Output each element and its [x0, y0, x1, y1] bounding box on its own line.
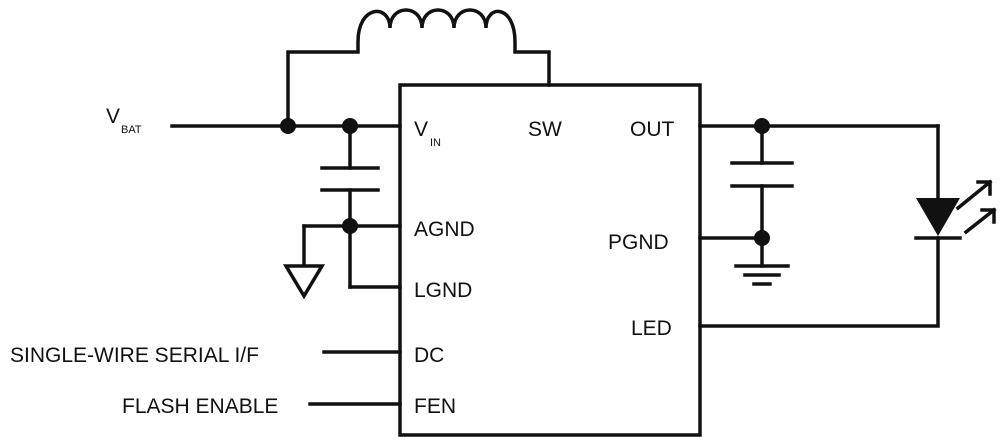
- pin-vin-label: V: [414, 118, 428, 141]
- pin-vin-subscript: IN: [430, 137, 441, 149]
- pin-pgnd-label: PGND: [608, 231, 669, 254]
- output-capacitor: [730, 124, 794, 268]
- pin-out-label: OUT: [630, 118, 675, 141]
- junction-dot: [280, 118, 296, 134]
- vbat-subscript: BAT: [121, 124, 142, 136]
- pin-lgnd-label: LGND: [414, 279, 472, 302]
- vbat-label: V: [106, 105, 120, 128]
- junction-dot: [754, 230, 770, 246]
- pin-agnd-label: AGND: [414, 218, 475, 241]
- pin-sw-label: SW: [528, 118, 562, 141]
- flash-enable-label: FLASH ENABLE: [122, 395, 278, 418]
- pin-led-label: LED: [631, 317, 672, 340]
- led-icon: [914, 179, 997, 240]
- signal-ground-icon: [282, 224, 326, 300]
- led-cathode-wire: [698, 236, 940, 328]
- inductor: [286, 8, 551, 128]
- pin-dc-label: DC: [414, 344, 444, 367]
- power-ground-icon: [734, 264, 790, 286]
- single-wire-label: SINGLE-WIRE SERIAL I/F: [10, 344, 259, 367]
- pin-fen-label: FEN: [414, 395, 456, 418]
- input-capacitor: [320, 124, 402, 289]
